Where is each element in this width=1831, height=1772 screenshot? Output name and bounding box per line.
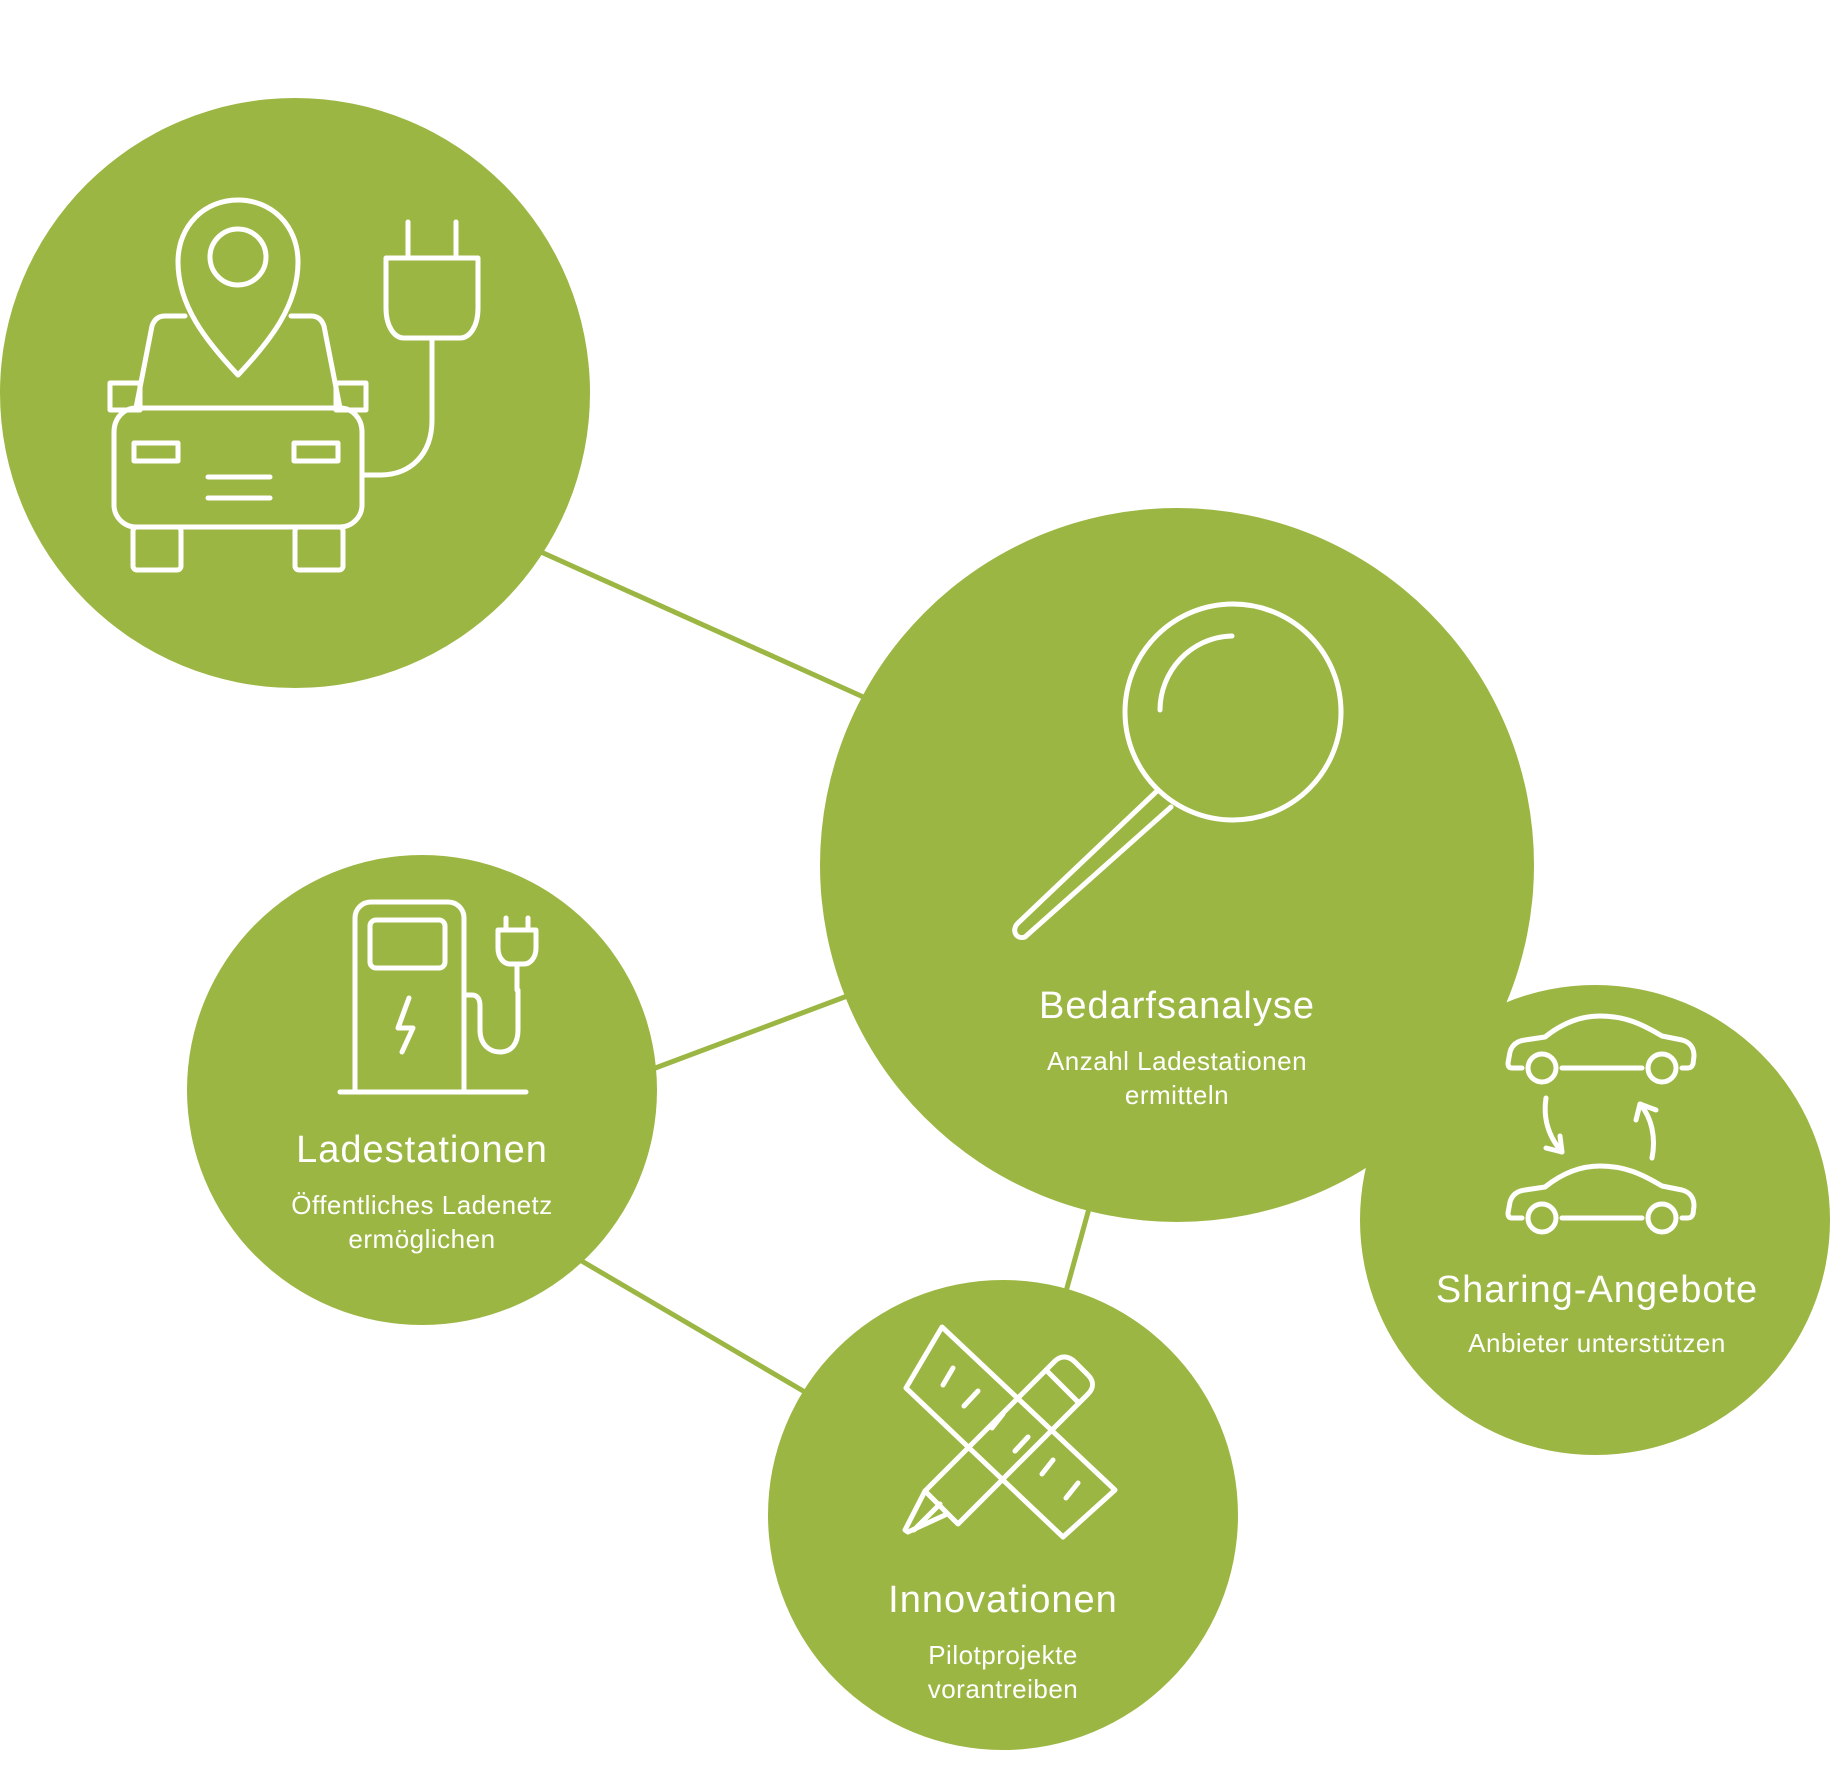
node-sharing: Sharing-Angebote Anbieter unterstützen <box>1360 985 1830 1455</box>
node-stations: Ladestationen Öffentliches Ladenetz ermö… <box>187 855 657 1325</box>
node-stations-title: Ladestationen <box>296 1129 548 1171</box>
node-sharing-subtitle-line1: Anbieter unterstützen <box>1468 1328 1726 1358</box>
connector-stations-innovations <box>578 1257 812 1398</box>
node-ecar-circle <box>0 98 590 688</box>
electric-car-location-plug-icon <box>107 197 481 573</box>
charging-station-icon <box>337 899 539 1095</box>
node-sharing-title: Sharing-Angebote <box>1436 1269 1758 1311</box>
node-stations-subtitle-line1: Öffentliches Ladenetz <box>291 1190 553 1220</box>
connector-stations-analysis <box>649 992 851 1073</box>
node-innovations: Innovationen Pilotprojekte vorantreiben <box>768 1280 1238 1750</box>
connector-analysis-innovations <box>1062 1204 1093 1296</box>
node-innovations-subtitle-line2: vorantreiben <box>928 1674 1079 1704</box>
node-analysis-circle <box>820 508 1534 1222</box>
node-analysis-title: Bedarfsanalyse <box>1039 985 1315 1027</box>
node-analysis-subtitle-line2: ermitteln <box>1125 1080 1229 1110</box>
magnifier-icon <box>1012 601 1344 941</box>
node-analysis: Bedarfsanalyse Anzahl Ladestationen ermi… <box>820 508 1534 1222</box>
car-sharing-icon <box>1505 1013 1697 1235</box>
node-innovations-subtitle-line1: Pilotprojekte <box>928 1640 1078 1670</box>
node-stations-subtitle-line2: ermöglichen <box>348 1224 495 1254</box>
node-analysis-subtitle-line1: Anzahl Ladestationen <box>1047 1046 1307 1076</box>
node-innovations-circle <box>768 1280 1238 1750</box>
node-innovations-title: Innovationen <box>888 1579 1118 1621</box>
node-ecar <box>0 98 590 688</box>
ruler-pencil-icon <box>902 1324 1118 1540</box>
